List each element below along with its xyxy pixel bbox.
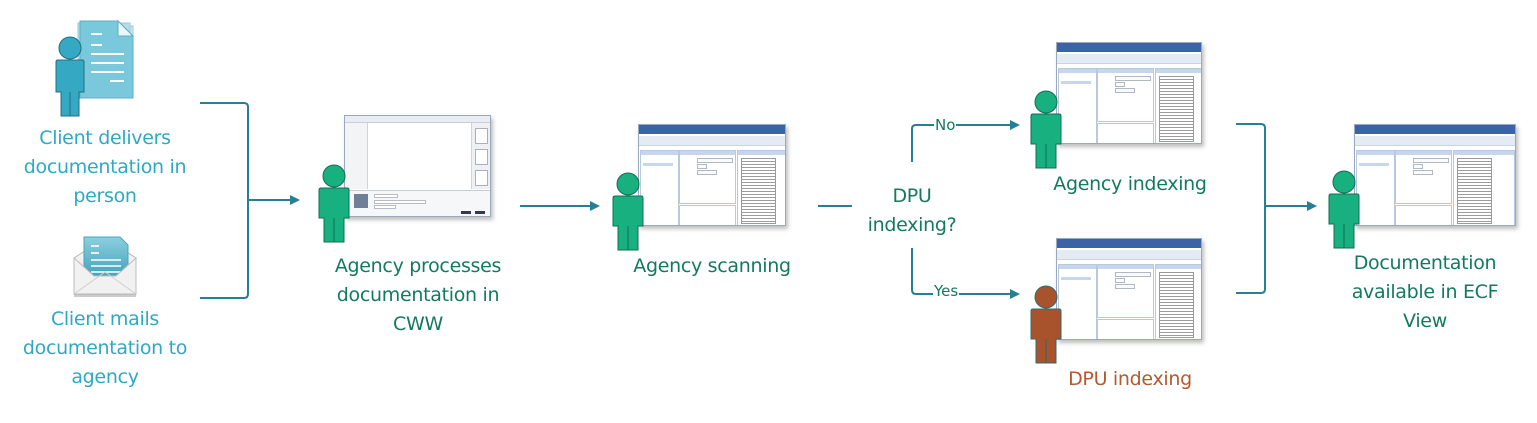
edge-label-yes: Yes [933,282,960,300]
label-line: documentation to [22,337,188,359]
screen-form-pane [679,150,736,204]
cww-toolbar [345,116,490,123]
label-line: Client mails [50,308,160,330]
envelope-with-document-icon [73,236,137,297]
node-dpu-indexing-label: DPU indexing [1030,365,1230,394]
label-line: available in ECF [1351,281,1499,303]
label-line: CWW [393,313,443,335]
label-line: documentation in [23,156,187,178]
node-client-mails-label: Client mails documentation to agency [10,305,200,392]
ecf-screen-thumbnail [1354,124,1516,226]
screen-titlebar [639,125,785,134]
person-with-documents-icon [55,19,135,117]
node-agency-scanning-label: Agency scanning [612,252,812,281]
scan-screen-thumbnail [638,124,786,226]
cww-left-panel [345,123,368,189]
edge-label-no: No [934,116,957,134]
label-line: Agency indexing [1053,173,1207,195]
node-client-in-person-icon-group [50,18,140,120]
index-screen-thumbnail [1056,238,1202,340]
node-client-in-person-label: Client delivers documentation in person [10,124,200,211]
cww-page-thumb [475,149,488,165]
cww-page-thumb [475,170,488,186]
connector-no-branch [911,120,1020,162]
cww-field [374,194,398,198]
cww-scan-preview [354,194,368,208]
screen-document-pane [737,150,785,225]
cww-button [461,211,471,214]
cww-field [374,200,426,204]
node-agency-processes-label: Agency processes documentation in CWW [318,252,518,339]
connector-yes-branch [911,248,1020,299]
label-line: documentation in [336,284,500,306]
connector-right-bracket [1236,123,1266,294]
label-line: indexing? [867,214,957,236]
cww-button [475,211,485,214]
agency-worker-icon [1328,170,1360,249]
decision-dpu-indexing-label: DPU indexing? [852,182,972,240]
connector-left-bracket [200,102,249,299]
node-ecf-view-label: Documentation available in ECF View [1325,249,1525,336]
label-line: DPU [892,185,932,207]
index-screen-thumbnail [1056,42,1202,144]
agency-worker-icon [1030,90,1062,169]
node-agency-indexing-label: Agency indexing [1030,170,1230,199]
label-line: person [73,185,137,207]
cww-document-canvas [368,123,472,189]
label-line: DPU indexing [1068,368,1192,390]
cww-page-thumb [475,128,488,144]
screen-notes-pane [679,205,736,225]
label-line: View [1403,310,1447,332]
label-line: Agency processes [334,255,502,277]
agency-worker-icon [612,172,644,251]
screen-toolbar [639,136,785,146]
label-line: agency [71,366,139,388]
label-line: Documentation [1353,252,1497,274]
node-client-mails-icon-group [72,232,138,298]
label-line: Agency scanning [633,255,791,277]
cww-field [374,205,396,209]
cww-screen-thumbnail [344,115,491,217]
label-line: Client delivers [39,127,171,149]
agency-worker-icon [318,164,350,243]
dpu-worker-icon [1030,285,1062,364]
screen-tree-pane [640,150,679,225]
